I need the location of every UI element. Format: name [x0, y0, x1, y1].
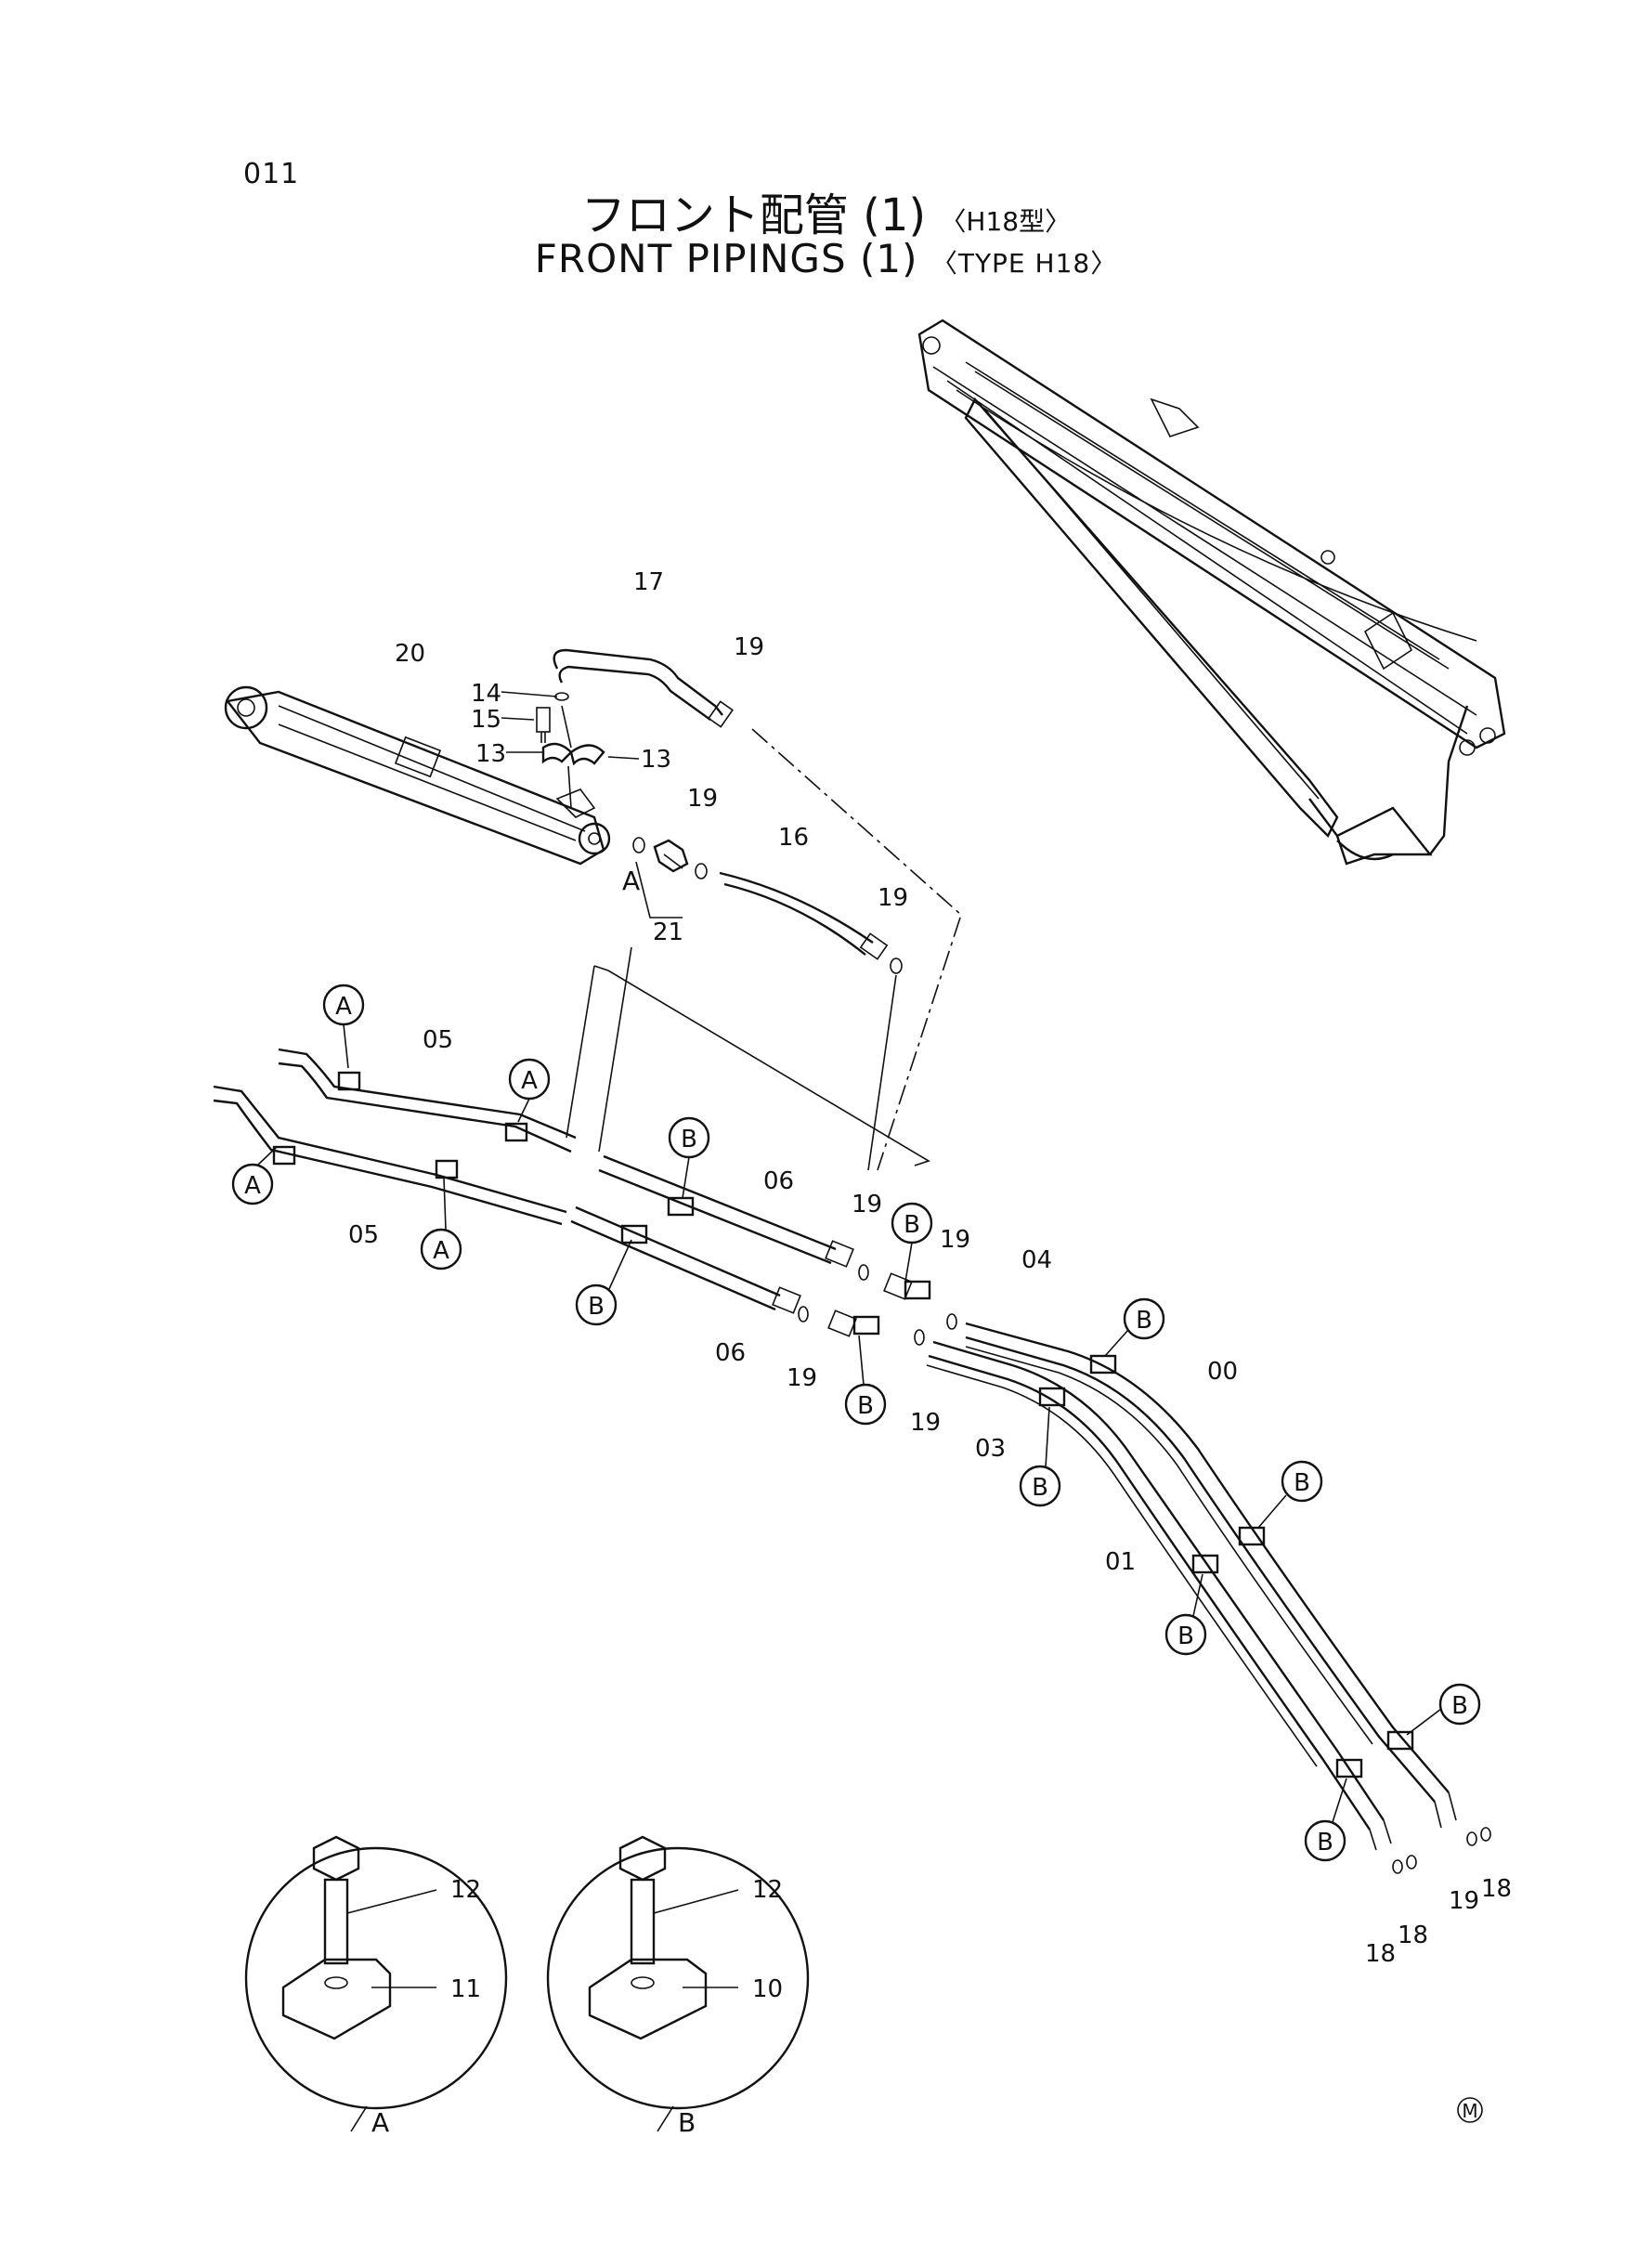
label-18: 18: [1481, 1875, 1512, 1903]
marker-B: B: [1019, 1465, 1061, 1507]
corner-mark: M: [1457, 2097, 1483, 2123]
marker-B: B: [1164, 1613, 1207, 1656]
marker-A: A: [508, 1058, 551, 1101]
label-12: 12: [450, 1876, 481, 1904]
marker-B: B: [1123, 1297, 1165, 1340]
corner-mark-text: M: [1462, 2100, 1477, 2122]
title-english: FRONT PIPINGS (1) 〈TYPE H18〉: [0, 236, 1652, 281]
pipe-part-17: [553, 648, 734, 728]
marker-A-text: A: [244, 1172, 261, 1200]
label-19: 19: [852, 1191, 882, 1218]
marker-B: B: [1438, 1683, 1481, 1726]
label-18: 18: [1365, 1940, 1396, 1968]
label-19: 19: [734, 633, 764, 661]
marker-B-text: B: [904, 1211, 920, 1239]
marker-B: B: [1281, 1460, 1323, 1503]
label-13: 13: [475, 740, 506, 768]
label-01: 01: [1105, 1548, 1136, 1576]
front-pipings: [213, 1048, 1491, 1874]
label-05: 05: [348, 1221, 379, 1249]
marker-A: A: [420, 1228, 462, 1270]
label-16: 16: [778, 824, 809, 852]
marker-B: B: [891, 1202, 933, 1244]
marker-B-text: B: [1136, 1307, 1152, 1335]
marker-B-text: B: [1032, 1474, 1048, 1502]
label-19: 19: [940, 1226, 970, 1254]
marker-A-text: A: [335, 993, 352, 1021]
location-markers: A A A A B B B B: [231, 984, 1481, 1862]
title-japanese: フロント配管 (1) 〈H18型〉: [0, 178, 1652, 243]
title-en-text: FRONT PIPINGS (1): [534, 236, 918, 281]
page-number: 011: [243, 158, 300, 190]
label-03: 03: [975, 1435, 1006, 1463]
title-jp-type: 〈H18型〉: [940, 206, 1072, 237]
reference-lines: [566, 728, 962, 1171]
label-18: 18: [1398, 1922, 1428, 1949]
label-17: 17: [633, 568, 664, 596]
label-19: 19: [687, 785, 718, 813]
marker-A: A: [231, 1163, 274, 1205]
title-jp-text: フロント配管 (1): [580, 189, 927, 241]
marker-B-text: B: [1451, 1692, 1468, 1720]
hose-part-16: [695, 863, 903, 974]
boom-arm-overview: [917, 319, 1506, 866]
marker-B-text: B: [857, 1392, 874, 1420]
label-15: 15: [471, 706, 501, 734]
label-05: 05: [423, 1026, 453, 1054]
marker-B-text: B: [681, 1126, 697, 1153]
label-14: 14: [471, 680, 501, 708]
marker-B-text: B: [588, 1293, 605, 1321]
marker-B: B: [575, 1283, 618, 1326]
label-10: 10: [752, 1975, 783, 2003]
label-00: 00: [1207, 1358, 1238, 1386]
label-12: 12: [752, 1876, 783, 1904]
title-en-type: 〈TYPE H18〉: [930, 248, 1118, 279]
detail-label-A: A: [371, 2107, 389, 2138]
label-19: 19: [787, 1364, 817, 1392]
marker-A: A: [322, 984, 365, 1026]
cylinder-part-20: [224, 685, 611, 866]
fitting-part-21: [632, 837, 689, 873]
marker-B-text: B: [1317, 1829, 1333, 1857]
marker-A-text: A: [433, 1237, 449, 1265]
marker-B: B: [1304, 1819, 1346, 1862]
label-19: 19: [910, 1409, 941, 1437]
label-06: 06: [763, 1167, 794, 1195]
marker-B: B: [844, 1383, 887, 1426]
small-parts-13-14-15: [536, 692, 605, 809]
detail-view-A: [244, 1835, 508, 2110]
label-06: 06: [715, 1339, 746, 1367]
detail-view-B: [546, 1835, 810, 2110]
label-04: 04: [1021, 1246, 1052, 1274]
detail-label-B: B: [678, 2107, 696, 2138]
marker-B-text: B: [1294, 1469, 1310, 1497]
label-A: A: [622, 866, 640, 896]
label-13: 13: [641, 746, 671, 774]
label-21: 21: [653, 919, 683, 946]
marker-A-text: A: [521, 1067, 538, 1095]
label-20: 20: [395, 640, 425, 668]
marker-B: B: [668, 1116, 710, 1159]
label-11: 11: [450, 1975, 481, 2003]
part-labels: 20 17 19 14 15 13 13 19 16 19 A 21 05 05…: [348, 568, 1512, 2138]
label-19: 19: [878, 884, 908, 912]
marker-B-text: B: [1177, 1622, 1194, 1650]
label-19: 19: [1449, 1887, 1479, 1915]
